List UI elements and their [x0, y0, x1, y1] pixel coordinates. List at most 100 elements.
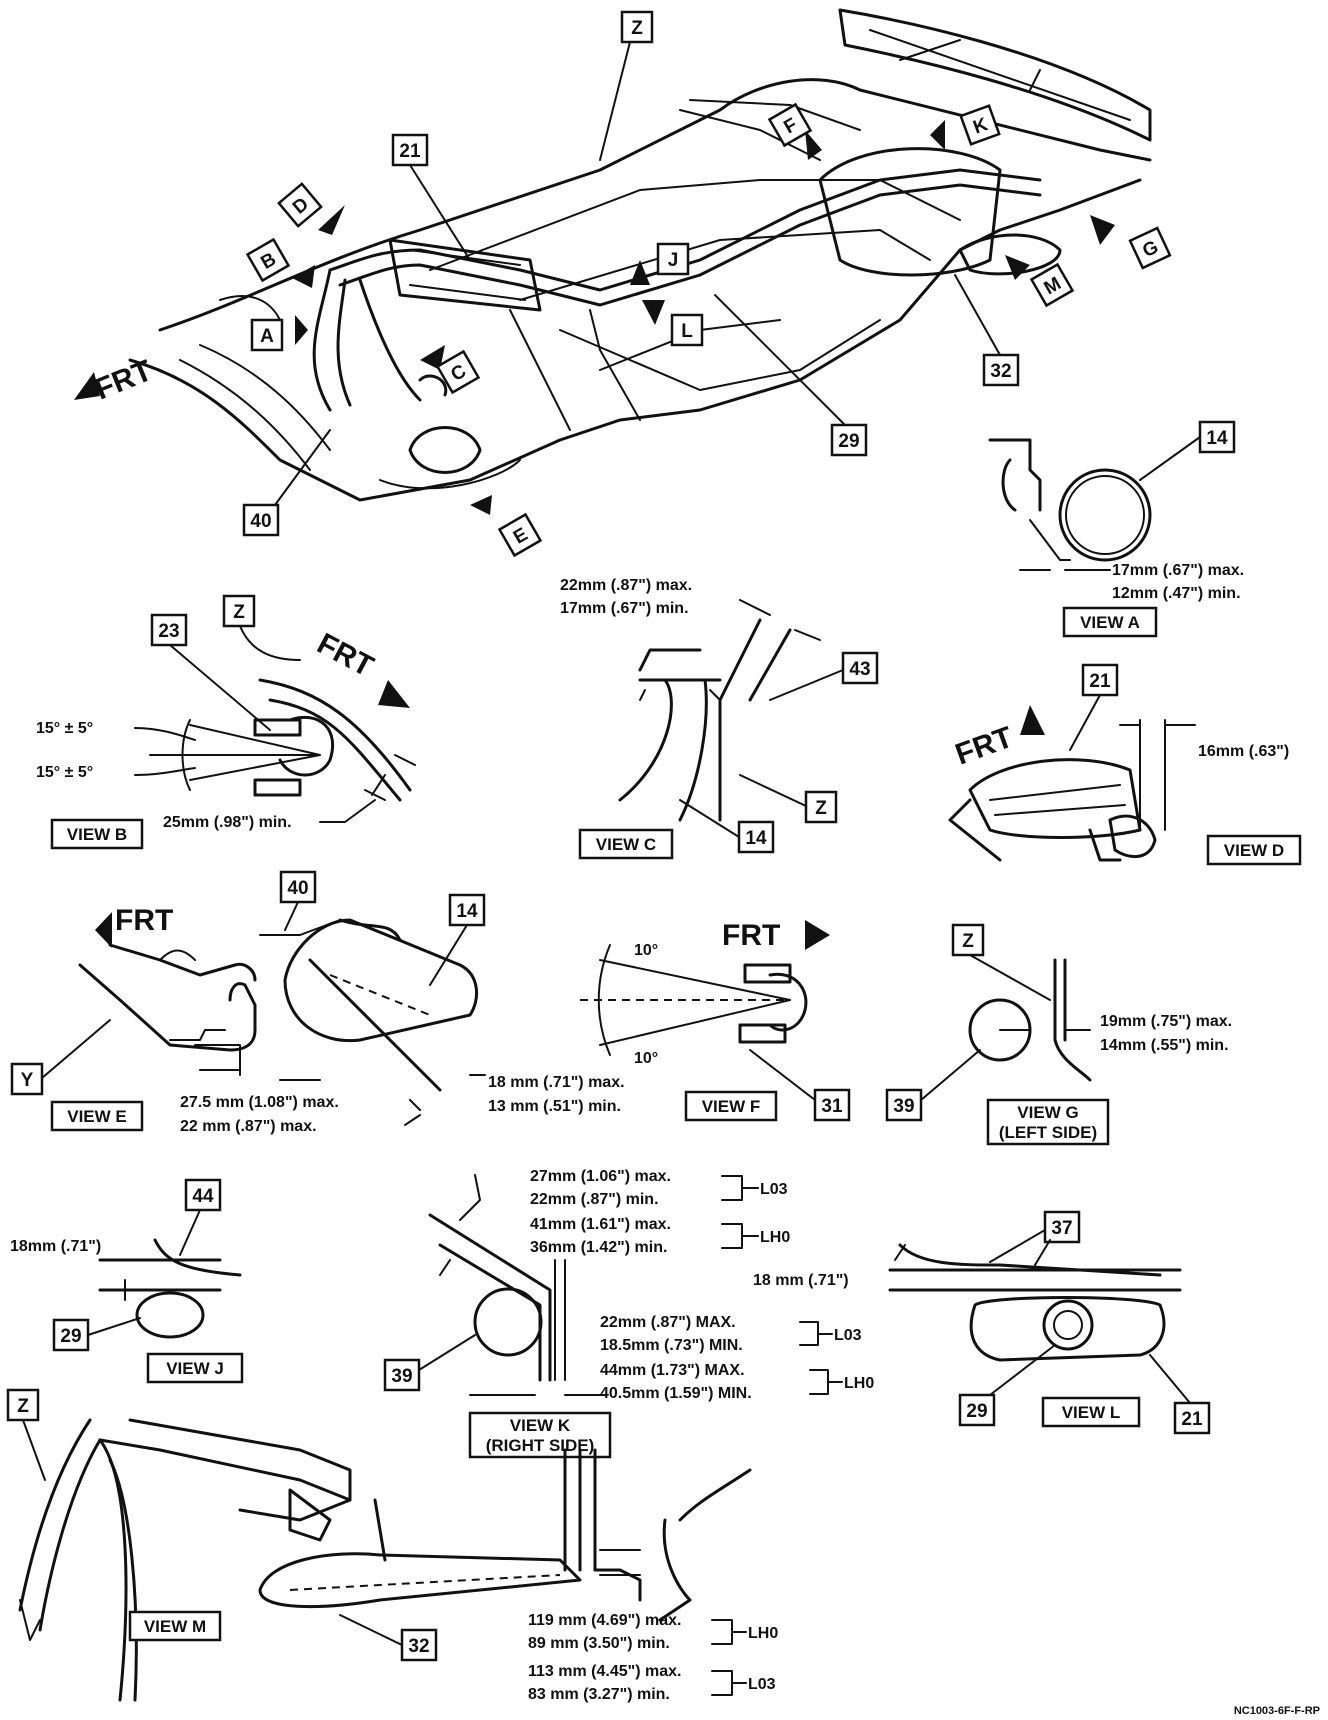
view-e: FRT Y 40 14 27.5 mm (1.08") max. 22 mm (…	[10, 870, 625, 1135]
letter-k-box: K	[959, 104, 1001, 146]
view-d-label: VIEW D	[1224, 841, 1284, 860]
view-g: Z 19mm (.75") max. 14mm (.55") min. 39 V…	[885, 923, 1232, 1146]
main-callouts: 21 40 29 32	[242, 133, 1020, 537]
view-e-frt-label: FRT	[115, 904, 173, 937]
callout-37: 37	[989, 1210, 1081, 1266]
letter-d-box: D	[277, 182, 323, 228]
svg-text:29: 29	[966, 1401, 987, 1422]
callout-29-main: 29	[714, 294, 868, 457]
view-k-sublabel: (RIGHT SIDE)	[486, 1436, 595, 1455]
view-j: 44 18mm (.71") 29 VIEW J	[10, 1178, 244, 1384]
view-f-angle-2: 10°	[634, 1050, 658, 1067]
callout-21-view-d: 21	[1069, 663, 1119, 751]
view-b-dim-min: 25mm (.98") min.	[163, 814, 292, 831]
callout-39-view-k: 39	[383, 1334, 476, 1392]
svg-text:21: 21	[399, 141, 421, 162]
view-e-frt-arrow-icon	[95, 912, 112, 948]
view-k-dim-7: 44mm (1.73") MAX.	[600, 1362, 745, 1379]
svg-text:29: 29	[838, 431, 859, 452]
view-m-dim-3: 113 mm (4.45") max.	[528, 1663, 681, 1680]
view-f: FRT 10° 10° 31 VIEW F	[580, 919, 851, 1122]
view-g-label: VIEW G	[1017, 1103, 1078, 1122]
callout-40-view-e: 40	[279, 870, 317, 931]
view-g-dim-min: 14mm (.55") min.	[1100, 1037, 1229, 1054]
view-c-dim-min: 17mm (.67") min.	[560, 600, 689, 617]
letter-a-box: A	[250, 318, 284, 352]
view-e-dim-2: 22 mm (.87") max.	[180, 1118, 317, 1135]
view-l-label: VIEW L	[1062, 1403, 1121, 1422]
callout-y: Y	[10, 1019, 111, 1096]
callout-z-view-c: Z	[739, 774, 838, 824]
callout-32-main: 32	[954, 274, 1020, 387]
view-e-dim-4: 13 mm (.51") min.	[488, 1098, 621, 1115]
view-b-frt-label: FRT	[312, 627, 379, 684]
view-m-dim-1: 119 mm (4.69") max.	[528, 1612, 681, 1629]
view-b: Z 23 15° ± 5° 15° ± 5° FRT 25mm (.98") m…	[36, 594, 416, 850]
underbody-illustration	[128, 8, 1152, 502]
view-m-label: VIEW M	[144, 1617, 206, 1636]
view-m: Z 32 VIEW M 119 mm (4.69") max. 89 mm (3…	[6, 1388, 778, 1703]
letter-c-box: C	[435, 349, 481, 395]
callout-44: 44	[179, 1178, 222, 1256]
svg-text:32: 32	[990, 361, 1011, 382]
view-k-dim-5: 22mm (.87") MAX.	[600, 1314, 736, 1331]
callout-14-view-c: 14	[679, 799, 775, 854]
view-k-dim-2: 22mm (.87") min.	[530, 1191, 659, 1208]
front-direction-indicator: FRT	[74, 354, 157, 406]
view-k-dim-6: 18.5mm (.73") MIN.	[600, 1337, 743, 1354]
view-m-option-lh0: LH0	[748, 1625, 778, 1642]
view-g-dim-max: 19mm (.75") max.	[1100, 1013, 1232, 1030]
callout-23: 23	[150, 613, 271, 731]
view-d-frt-arrow-icon	[1020, 705, 1045, 735]
view-m-dim-2: 89 mm (3.50") min.	[528, 1635, 670, 1652]
callout-21-view-l: 21	[1149, 1354, 1211, 1435]
callout-29-view-j: 29	[52, 1317, 141, 1352]
svg-text:14: 14	[1206, 428, 1228, 449]
svg-text:14: 14	[456, 901, 478, 922]
svg-text:43: 43	[849, 659, 870, 680]
callout-39-view-g: 39	[885, 1049, 981, 1122]
view-j-label: VIEW J	[166, 1359, 224, 1378]
letter-l-box: L	[670, 313, 704, 347]
view-k-option-lh0: LH0	[760, 1229, 790, 1246]
frt-label: FRT	[90, 354, 156, 406]
letter-b-box: B	[245, 237, 291, 283]
view-a-dim-max: 17mm (.67") max.	[1112, 562, 1244, 579]
svg-text:32: 32	[408, 1636, 429, 1657]
view-c: 22mm (.87") max. 17mm (.67") min. 43 Z 1…	[560, 577, 879, 860]
svg-text:39: 39	[391, 1366, 412, 1387]
view-b-angle-2: 15° ± 5°	[36, 764, 93, 781]
view-c-dim-max: 22mm (.87") max.	[560, 577, 692, 594]
svg-text:39: 39	[893, 1096, 914, 1117]
view-b-label: VIEW B	[67, 825, 127, 844]
svg-text:44: 44	[192, 1186, 214, 1207]
callout-32-view-m: 32	[339, 1614, 438, 1662]
view-f-label: VIEW F	[702, 1097, 761, 1116]
view-k-dim-4: 36mm (1.42") min.	[530, 1239, 667, 1256]
svg-text:Z: Z	[233, 602, 245, 623]
callout-40-main: 40	[242, 429, 331, 537]
svg-text:23: 23	[158, 621, 179, 642]
view-g-sublabel: (LEFT SIDE)	[999, 1123, 1097, 1142]
svg-text:14: 14	[745, 828, 767, 849]
frt-arrow-icon	[74, 372, 100, 400]
view-a: 14 17mm (.67") max. 12mm (.47") min. VIE…	[988, 420, 1244, 638]
view-d-dim: 16mm (.63")	[1198, 743, 1289, 760]
view-j-dim: 18mm (.71")	[10, 1238, 101, 1255]
letter-e-box: E	[497, 512, 543, 558]
view-e-label: VIEW E	[67, 1107, 127, 1126]
svg-text:21: 21	[1181, 1409, 1203, 1430]
view-e-dim-3: 18 mm (.71") max.	[488, 1074, 625, 1091]
letter-z-box: Z	[599, 10, 654, 161]
callout-z-view-m: Z	[6, 1388, 46, 1481]
callout-43: 43	[769, 651, 879, 701]
callout-21-main: 21	[391, 133, 471, 261]
callout-14-view-a: 14	[1139, 420, 1236, 481]
view-f-angle-1: 10°	[634, 942, 658, 959]
letter-m-box: M	[1029, 262, 1075, 308]
view-b-frt-arrow-icon	[378, 680, 410, 708]
main-letter-boxes: Z D B A C E F K	[245, 10, 1172, 558]
letter-f-box: F	[767, 102, 813, 148]
svg-text:Z: Z	[962, 931, 974, 952]
